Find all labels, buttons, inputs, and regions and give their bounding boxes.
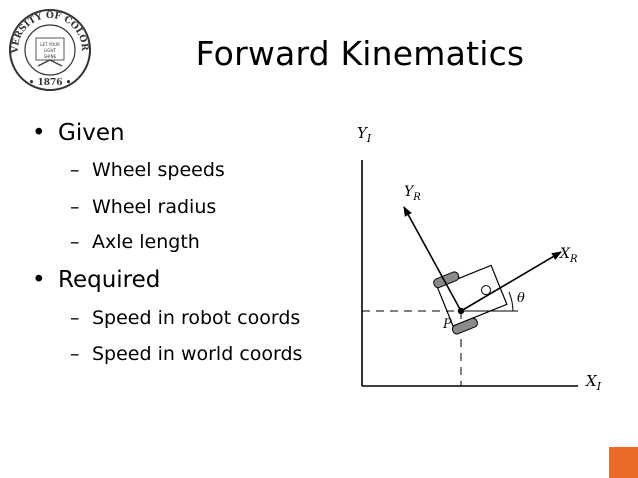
university-seal-logo: UNIVERSITY OF COLORADO • 1876 • LET YOUR… — [8, 8, 91, 91]
svg-text:SHINE: SHINE — [44, 54, 57, 59]
svg-text:• 1876 •: • 1876 • — [29, 78, 72, 88]
svg-text:LIGHT: LIGHT — [44, 48, 57, 53]
robot-y-axis-arrow — [403, 206, 462, 312]
kinematics-diagram: YI XI YR XR P θ — [357, 124, 602, 393]
label-y-robot: YR — [404, 184, 421, 203]
label-point-p: P — [442, 317, 452, 332]
label-x-robot: XR — [559, 246, 578, 265]
robot-body — [433, 264, 508, 335]
robot-caster — [480, 285, 491, 296]
svg-text:LET YOUR: LET YOUR — [40, 42, 60, 47]
label-x-inertial: XI — [585, 372, 602, 393]
subitem-wheel-speeds: –Wheel speeds — [70, 159, 225, 181]
robot-wheel-right — [451, 317, 478, 335]
angle-arc — [508, 291, 514, 312]
subitem-speed-robot-coords: –Speed in robot coords — [70, 307, 301, 329]
label-theta: θ — [517, 291, 525, 306]
label-y-inertial: YI — [357, 124, 372, 145]
subitem-axle-length: –Axle length — [70, 231, 200, 253]
bullet-required: •Required — [32, 267, 161, 293]
corner-accent — [609, 447, 638, 478]
point-p-marker — [457, 307, 465, 315]
subitem-speed-world-coords: –Speed in world coords — [70, 343, 303, 365]
subitem-wheel-radius: –Wheel radius — [70, 196, 217, 218]
slide-title: Forward Kinematics — [195, 34, 525, 73]
robot-x-axis-arrow — [460, 251, 562, 312]
bullet-given: •Given — [32, 120, 125, 146]
robot-wheel-left — [433, 271, 460, 289]
